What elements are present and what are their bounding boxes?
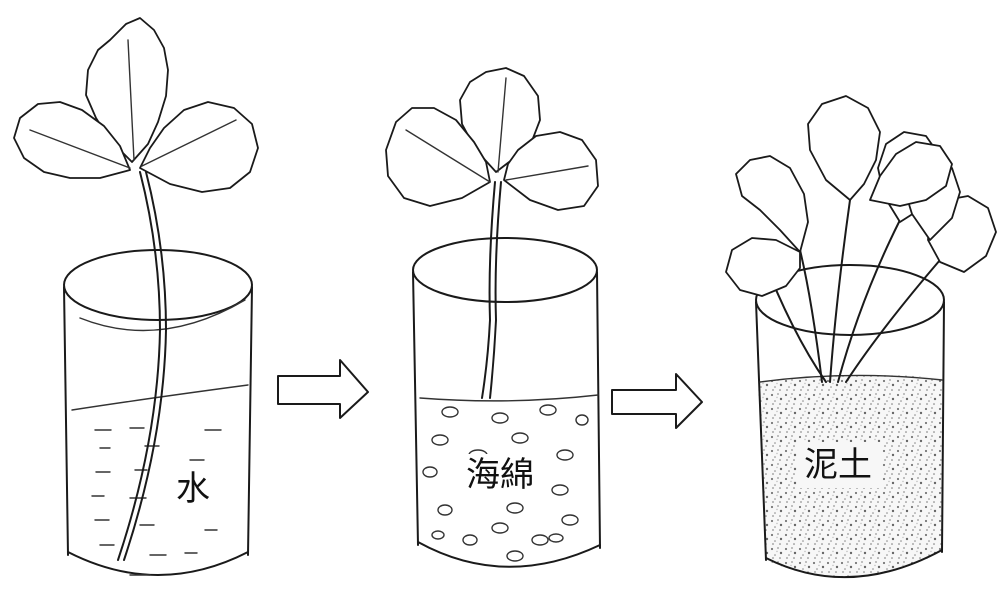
sponge-jar [413, 238, 600, 567]
sponge-plant [386, 68, 598, 398]
arrow-water-to-sponge [278, 360, 368, 418]
water-jar [64, 250, 252, 575]
soil-jar [756, 265, 944, 577]
sponge-label: 海綿 [466, 458, 534, 492]
soil-label: 泥土 [804, 448, 872, 482]
soil-plant-leaf-3 [808, 96, 880, 200]
water-label: 水 [176, 472, 210, 506]
arrow-sponge-to-soil [612, 374, 702, 428]
soil-plant-leaf-2 [736, 156, 808, 252]
soil-plant [726, 96, 996, 382]
soil-plant-leaf-1 [726, 238, 800, 296]
